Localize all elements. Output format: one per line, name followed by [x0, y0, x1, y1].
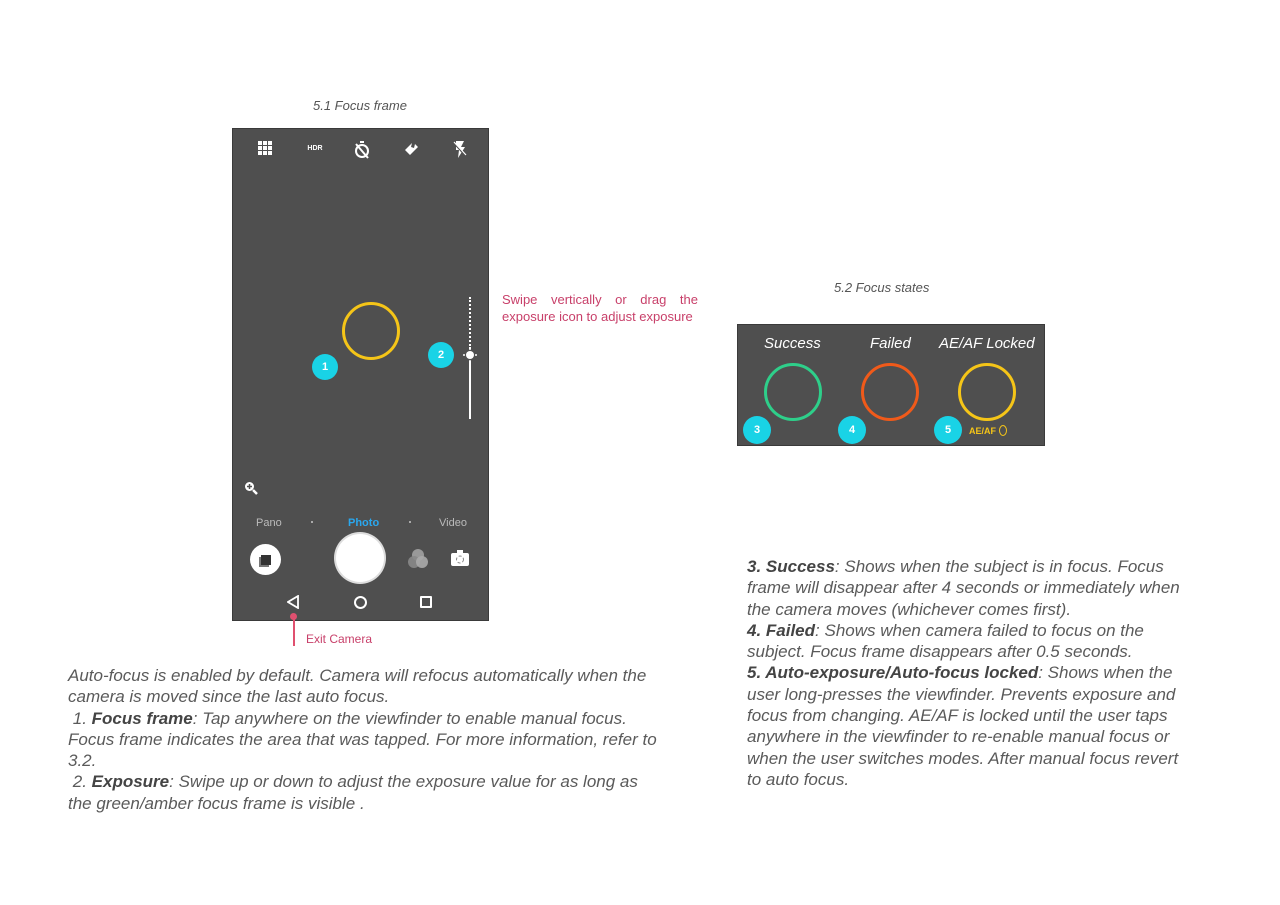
- item-locked: 5. Auto-exposure/Auto-focus locked: Show…: [747, 662, 1187, 790]
- mode-separator: [311, 521, 313, 523]
- shutter-button[interactable]: [336, 534, 384, 582]
- mode-pano[interactable]: Pano: [256, 517, 282, 529]
- item-text: : Tap anywhere on the viewfinder to enab…: [68, 708, 657, 771]
- item-focus-frame: 1. Focus frame: Tap anywhere on the view…: [68, 708, 658, 772]
- mode-photo[interactable]: Photo: [348, 517, 380, 529]
- failed-ring: [861, 363, 919, 421]
- item-text: : Shows when the subject is in focus. Fo…: [747, 557, 1180, 619]
- badge-2: 2: [428, 342, 454, 368]
- badge-4: 4: [838, 416, 866, 444]
- item-number: 1.: [72, 708, 87, 728]
- flash-off-icon[interactable]: [448, 141, 472, 162]
- ae-af-lock-label: AE/AF: [969, 426, 996, 436]
- zoom-in-icon[interactable]: [244, 481, 258, 500]
- exit-pointer-dot: [290, 613, 297, 620]
- intro-text: Auto-focus is enabled by default. Camera…: [68, 666, 647, 707]
- exposure-track-lower: [469, 361, 471, 419]
- badge-5: 5: [934, 416, 962, 444]
- gallery-icon: [260, 554, 271, 565]
- ae-af-lock-indicator: AE/AF: [969, 425, 1007, 436]
- lock-circle-icon: [998, 425, 1007, 436]
- item-text: : Swipe up or down to adjust the exposur…: [68, 772, 638, 813]
- exposure-track-upper: [469, 297, 471, 349]
- switch-camera-icon[interactable]: [451, 550, 469, 571]
- locked-ring: [958, 363, 1016, 421]
- filters-icon[interactable]: [407, 548, 429, 575]
- mode-separator: [409, 521, 411, 523]
- item-title: Focus frame: [91, 708, 193, 728]
- exposure-sun-icon[interactable]: [463, 348, 477, 362]
- focus-frame-caption: 5.1 Focus frame: [313, 98, 407, 113]
- camera-viewfinder[interactable]: HDR 1 2 Pano Photo Video: [232, 128, 489, 621]
- settings-wrench-icon[interactable]: [399, 141, 423, 161]
- success-ring: [764, 363, 822, 421]
- focus-frame-ring: [342, 302, 400, 360]
- exposure-note: Swipe vertically or drag the exposure ic…: [502, 292, 698, 324]
- item-text: : Shows when camera failed to focus on t…: [747, 620, 1144, 662]
- timer-off-icon[interactable]: [350, 141, 374, 163]
- badge-3: 3: [743, 416, 771, 444]
- mode-video[interactable]: Video: [439, 517, 467, 529]
- exit-camera-note: Exit Camera: [306, 632, 373, 646]
- state-label-success: Success: [764, 335, 821, 352]
- gallery-thumbnail-button[interactable]: [250, 544, 281, 575]
- focus-states-caption: 5.2 Focus states: [834, 280, 930, 295]
- recents-nav-icon[interactable]: [420, 596, 432, 608]
- back-nav-icon[interactable]: [286, 594, 299, 614]
- item-number: 2.: [72, 772, 87, 792]
- right-description: 3. Success: Shows when the subject is in…: [747, 556, 1187, 790]
- left-description: Auto-focus is enabled by default. Camera…: [68, 665, 658, 814]
- item-title: 3. Success: [747, 557, 835, 576]
- hdr-icon[interactable]: HDR: [307, 145, 323, 152]
- item-exposure: 2. Exposure: Swipe up or down to adjust …: [68, 771, 658, 814]
- item-title: 4. Failed: [747, 620, 816, 640]
- item-title: Exposure: [91, 772, 170, 792]
- grid-icon[interactable]: [253, 141, 277, 159]
- item-title: 5. Auto-exposure/Auto-focus locked: [747, 663, 1039, 683]
- badge-1: 1: [312, 354, 338, 380]
- state-label-failed: Failed: [870, 335, 911, 352]
- item-text: : Shows when the user long-presses the v…: [747, 663, 1179, 789]
- home-nav-icon[interactable]: [354, 596, 367, 609]
- item-success: 3. Success: Shows when the subject is in…: [747, 556, 1187, 620]
- exit-pointer-line: [293, 618, 295, 646]
- focus-states-panel: Success Failed AE/AF Locked 3 4 5 AE/AF: [737, 324, 1045, 446]
- item-failed: 4. Failed: Shows when camera failed to f…: [747, 620, 1187, 663]
- state-label-locked: AE/AF Locked: [939, 335, 1035, 352]
